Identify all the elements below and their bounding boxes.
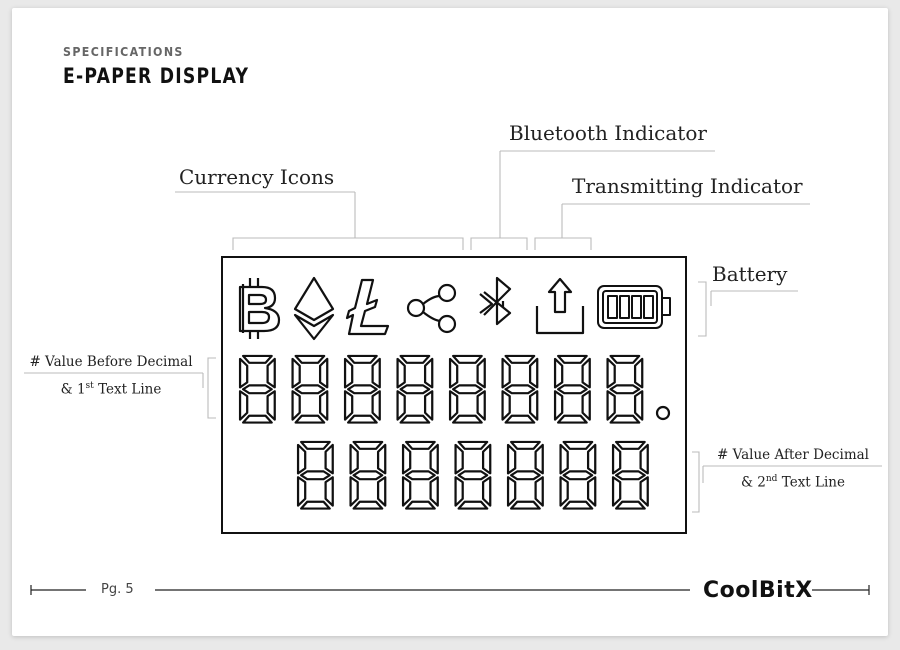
bluetooth-icon [479,276,512,326]
coolbitx-logo: CoolBitX [703,578,813,603]
page-title: E-PAPER DISPLAY [63,64,250,88]
page-number: Pg. 5 [101,582,134,597]
transmitting-indicator-label: Transmitting Indicator [572,174,803,198]
value-before-decimal-line1: # Value Before Decimal [29,354,193,370]
battery-label: Battery [712,262,788,286]
transmit-icon [535,277,585,335]
value-after-decimal-label: # Value After Decimal & 2nd Text Line [708,443,878,495]
battery-icon [597,285,671,329]
value-after-decimal-line2: & 2nd Text Line [740,474,845,491]
value-before-decimal-label: # Value Before Decimal & 1st Text Line [26,350,196,402]
litecoin-icon [345,278,390,336]
bitcoin-icon [238,278,281,339]
decimal-point [655,405,671,421]
footer-rules [30,585,870,595]
value-before-decimal-line2: & 1st Text Line [60,381,162,398]
value-after-decimal-line1: # Value After Decimal [717,447,869,463]
callout-lines [24,150,882,513]
ethereum-icon [293,276,335,341]
bluetooth-indicator-label: Bluetooth Indicator [509,121,707,145]
currency-icons-label: Currency Icons [179,165,335,189]
ripple-icon [406,283,457,334]
section-eyebrow: SPECIFICATIONS [63,45,184,59]
